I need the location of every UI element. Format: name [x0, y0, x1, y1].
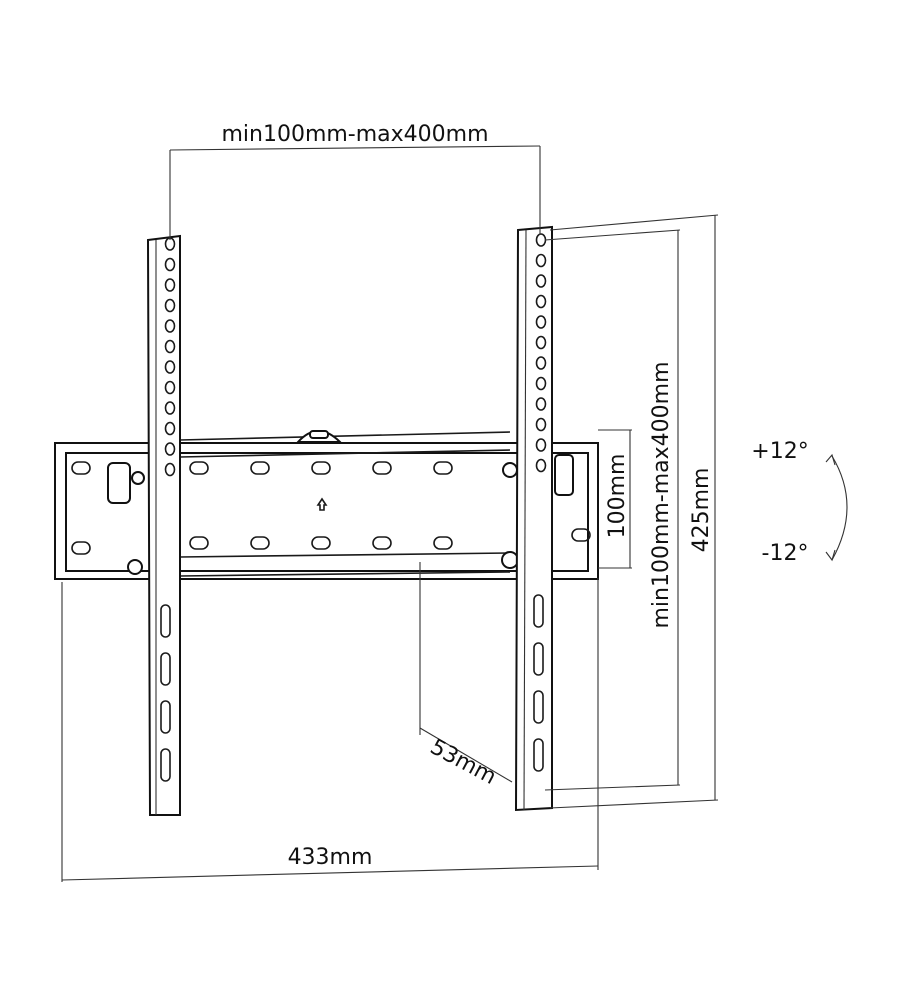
mount-hole	[535, 315, 547, 329]
left-upright	[146, 234, 181, 816]
right-upright	[514, 225, 553, 812]
plate-height-label: 100mm	[605, 454, 630, 539]
dimension-lines	[61, 145, 848, 882]
plate-slot	[372, 536, 392, 550]
tilt-down-label: -12°	[762, 541, 809, 566]
up-arrow-icon	[316, 497, 328, 511]
mount-slot	[160, 604, 171, 638]
mount-hole	[164, 421, 176, 436]
mount-hole	[535, 458, 547, 473]
mount-slot	[533, 690, 544, 724]
mount-hole	[164, 278, 176, 292]
mount-hole	[535, 397, 547, 411]
mount-slot	[160, 700, 171, 734]
plate-slot	[71, 541, 91, 555]
plate-slot	[189, 461, 209, 475]
mount-hole	[164, 442, 176, 456]
tilt-up-label: +12°	[751, 439, 808, 464]
plate-slot	[250, 461, 270, 475]
mount-hole	[164, 401, 176, 415]
plate-slot	[433, 461, 453, 475]
mount-hole	[164, 339, 176, 354]
vesa-height-label: min100mm-max400mm	[649, 361, 674, 628]
mount-hole	[535, 376, 547, 391]
mount-slot	[533, 642, 544, 676]
mount-hole	[535, 356, 547, 370]
mount-hole	[164, 462, 176, 477]
mount-hole	[164, 298, 176, 313]
mount-hole	[164, 380, 176, 395]
depth-label: 53mm	[426, 735, 500, 790]
plate-slot	[250, 536, 270, 550]
plate-slot	[571, 528, 591, 542]
plate-slot	[311, 461, 331, 475]
total-height-label: 425mm	[689, 468, 714, 553]
mount-slot	[533, 594, 544, 628]
mount-hole	[535, 274, 547, 288]
tilt-arc-icon	[831, 455, 848, 561]
mount-hole	[535, 438, 547, 452]
plate-slot	[372, 461, 392, 475]
plate-slot	[433, 536, 453, 550]
mount-slot	[533, 738, 544, 772]
mount-hole	[164, 360, 176, 374]
vesa-width-label: min100mm-max400mm	[221, 122, 488, 147]
plate-slot	[71, 461, 91, 475]
mount-hole	[535, 253, 547, 268]
mount-hole	[164, 319, 176, 333]
mount-slot	[160, 652, 171, 686]
mount-hole	[164, 257, 176, 272]
total-width-label: 433mm	[288, 845, 373, 870]
mount-hole	[535, 417, 547, 432]
plate-slot	[189, 536, 209, 550]
plate-slot	[311, 536, 331, 550]
mount-hole	[535, 335, 547, 350]
mount-slot	[160, 748, 171, 782]
mount-hole	[535, 294, 547, 309]
